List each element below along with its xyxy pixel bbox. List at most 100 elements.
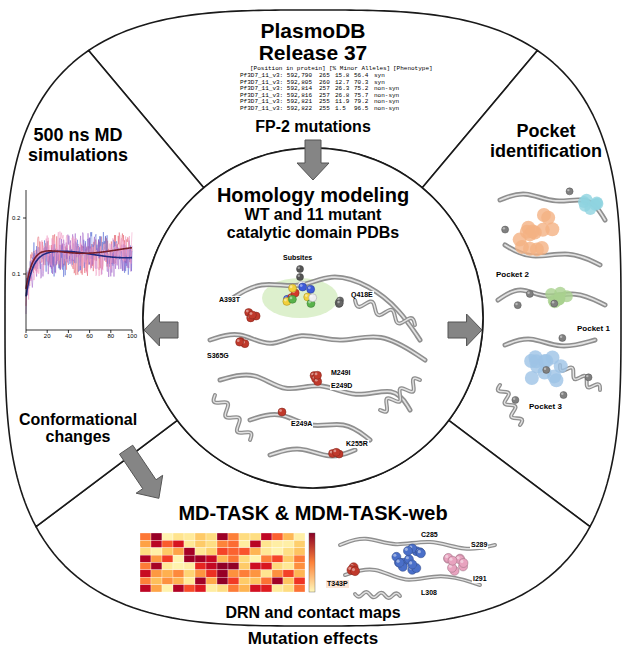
- axis-tick: [26, 330, 27, 333]
- panel-heading: MD-TASK & MDM-TASK-web: [178, 502, 447, 524]
- atom-sphere: [335, 301, 342, 308]
- atom-sphere: [236, 338, 244, 346]
- sphere-highlight: [310, 295, 313, 298]
- panel-subheading: Conformational changes: [16, 411, 140, 446]
- heatmap-cell: [294, 577, 305, 584]
- axis-tick-label: 40: [65, 333, 72, 340]
- heatmap-cell: [250, 533, 261, 540]
- sphere-highlight: [405, 548, 408, 551]
- sphere-highlight: [237, 339, 240, 342]
- atom-sphere: [543, 366, 550, 373]
- heatmap-cell: [239, 533, 250, 540]
- heatmap-cell: [151, 555, 162, 562]
- heatmap-cell: [195, 577, 206, 584]
- rmsd-plot: [23, 190, 132, 333]
- protein-ribbon: [380, 378, 420, 412]
- axis-tick-label: 0.2: [12, 215, 20, 222]
- table-cell: 75.2: [354, 86, 368, 93]
- pocket-surface: [525, 371, 539, 385]
- heatmap-cell: [272, 555, 283, 562]
- sphere-highlight: [337, 301, 339, 303]
- table-cell: 56.4: [354, 73, 368, 80]
- text-panel: 500 ns MD simulationsConformational chan…: [14, 124, 142, 448]
- heatmap-cell: [228, 577, 239, 584]
- heatmap-cell: [283, 555, 294, 562]
- heatmap-cell: [162, 548, 173, 555]
- heatmap-cell: [217, 540, 228, 547]
- heatmap-cell: [206, 548, 217, 555]
- heatmap-cell: [173, 548, 184, 555]
- table-cell: 255: [319, 106, 330, 113]
- table-cell: 257: [319, 93, 330, 100]
- sphere-highlight: [393, 554, 396, 557]
- heatmap-cell: [184, 570, 195, 577]
- data-series: [26, 231, 132, 306]
- heatmap-cell: [239, 585, 250, 592]
- sphere-highlight: [560, 336, 562, 338]
- heatmap-cell: [228, 570, 239, 577]
- residue-label: Subsites: [282, 254, 313, 262]
- heatmap-cell: [140, 585, 151, 592]
- panel-heading: Homology modeling: [217, 184, 409, 206]
- center-circle: [143, 148, 483, 488]
- atom-sphere: [309, 294, 317, 302]
- sphere-highlight: [527, 291, 529, 293]
- axis-tick: [68, 330, 69, 333]
- text-panel: Homology modelingWT and 11 mutant cataly…: [180, 182, 446, 478]
- heatmap-cell: [206, 555, 217, 562]
- table-cell: syn: [374, 73, 385, 80]
- sphere-highlight: [305, 294, 308, 297]
- pocket-surface: [523, 242, 537, 256]
- heatmap-cell: [184, 548, 195, 555]
- sphere-highlight: [445, 555, 448, 558]
- heatmap-cell: [250, 563, 261, 570]
- sphere-highlight: [460, 560, 463, 563]
- text-panel: Pocket identification: [484, 120, 608, 440]
- heatmap-cell: [206, 585, 217, 592]
- heatmap-cell: [228, 563, 239, 570]
- heatmap-cell: [239, 577, 250, 584]
- axis-tick-label: 60: [86, 333, 93, 340]
- sphere-highlight: [586, 375, 588, 377]
- sphere-highlight: [513, 397, 515, 399]
- atom-sphere: [502, 226, 509, 233]
- protein-ribbon: [250, 415, 370, 440]
- axis-tick: [132, 330, 133, 333]
- heatmap-cell: [283, 540, 294, 547]
- heatmap-cell: [140, 570, 151, 577]
- protein-ribbon: [355, 300, 415, 325]
- heatmap-cell: [294, 533, 305, 540]
- heatmap-cell: [173, 540, 184, 547]
- heatmap-cell: [206, 533, 217, 540]
- axis-tick: [110, 330, 111, 333]
- sphere-highlight: [298, 275, 300, 277]
- heatmap-cell: [184, 585, 195, 592]
- plot-axes: [26, 190, 132, 330]
- ribbon-highlight: [355, 300, 415, 325]
- panel-heading: Pocket identification: [486, 122, 606, 162]
- heatmap-cell: [162, 585, 173, 592]
- heatmap-cell: [184, 577, 195, 584]
- heatmap-cell: [184, 555, 195, 562]
- heatmap-cell: [195, 540, 206, 547]
- atom-sphere: [313, 371, 321, 379]
- sphere-highlight: [409, 561, 412, 564]
- table-cell: syn: [374, 80, 385, 87]
- ribbon-highlight: [355, 592, 400, 598]
- sphere-highlight: [396, 560, 399, 563]
- panel-subheading: FP-2 mutations: [255, 118, 371, 136]
- table-cell: non-syn: [374, 93, 399, 100]
- heatmap-cell: [250, 570, 261, 577]
- sphere-highlight: [503, 227, 505, 229]
- heatmap-cell: [162, 555, 173, 562]
- ribbon-highlight: [220, 375, 410, 410]
- heatmap-cell: [162, 563, 173, 570]
- pocket-surface: [541, 211, 555, 225]
- table-cell: Pf3D7_11_v3: 592,822: [240, 106, 312, 113]
- heatmap-cell: [195, 570, 206, 577]
- axis-tick: [89, 330, 90, 333]
- heatmap-cell: [173, 555, 184, 562]
- sphere-highlight: [290, 296, 293, 299]
- panel-heading: 500 ns MD simulations: [16, 126, 140, 166]
- axis-tick: [23, 218, 26, 219]
